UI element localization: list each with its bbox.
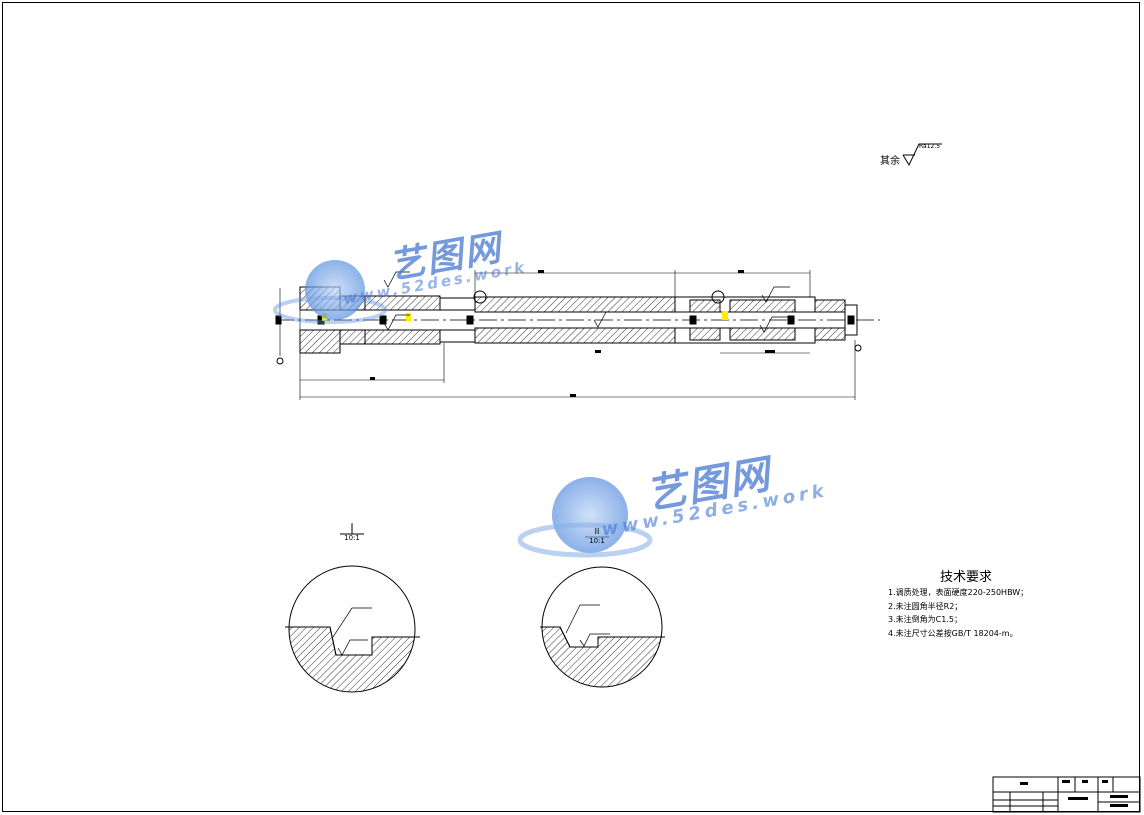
tech-requirements-list: 1.调质处理，表面硬度220-250HBW； 2.未注圆角半径R2； 3.未注倒… bbox=[888, 586, 1028, 640]
detail-2-label: II bbox=[594, 527, 600, 536]
middle-tube-bottom bbox=[474, 327, 676, 344]
left-body-bottom bbox=[364, 329, 441, 345]
detail-1-scale: 10:1 bbox=[344, 534, 360, 542]
roughness-value: Ra12.5 bbox=[919, 143, 941, 150]
tech-requirements-title: 技术要求 bbox=[940, 570, 993, 585]
watermark-logo bbox=[273, 260, 653, 558]
highlight-mark-mid bbox=[406, 313, 411, 321]
detail-ref-circle-1 bbox=[473, 290, 487, 304]
left-flange-bottom bbox=[299, 329, 341, 354]
shaft-section-view bbox=[275, 270, 880, 400]
tech-requirement-item: 2.未注圆角半径R2； bbox=[888, 601, 963, 611]
detail-view-1 bbox=[285, 524, 420, 693]
middle-tube-top bbox=[474, 296, 676, 313]
detail-1-label: I bbox=[350, 522, 354, 531]
right-end-top bbox=[814, 299, 846, 313]
right-end-bottom bbox=[814, 327, 846, 341]
tech-requirement-item: 3.未注倒角为C1.5； bbox=[888, 615, 962, 624]
highlight-mark-right bbox=[722, 311, 728, 320]
tech-requirement-item: 1.调质处理，表面硬度220-250HBW； bbox=[888, 588, 1029, 597]
detail-2-scale: 10:1 bbox=[589, 537, 605, 545]
detail-view-2 bbox=[540, 536, 665, 688]
roughness-other-label: 其余 bbox=[880, 156, 900, 167]
title-block bbox=[992, 776, 1141, 813]
detail-ref-circle-2 bbox=[711, 290, 725, 304]
tech-requirement-item: 4.未注尺寸公差按GB/T 18204-m。 bbox=[888, 628, 1018, 638]
roughness-symbol bbox=[902, 143, 942, 167]
